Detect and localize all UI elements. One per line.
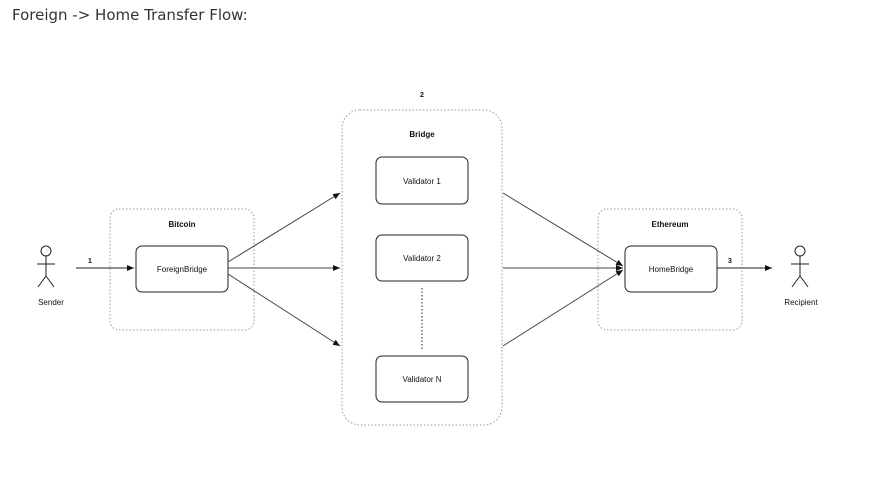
bitcoin-group (109, 208, 255, 331)
bitcoin-group-label: Bitcoin (168, 220, 195, 229)
step-1-label: 1 (88, 258, 92, 265)
edge-validator-n-to-home-bridge (502, 269, 624, 347)
validator-1-node (375, 156, 469, 205)
validator-n-node (375, 355, 469, 403)
foreign-bridge-label: ForeignBridge (157, 265, 208, 274)
ethereum-group (597, 208, 743, 331)
recipient-actor-icon (791, 245, 809, 288)
sender-actor-icon (37, 245, 55, 288)
bridge-group-label: Bridge (409, 130, 435, 139)
validator-1-label: Validator 1 (403, 177, 441, 186)
ethereum-group-label: Ethereum (652, 220, 689, 229)
edge-validator-1-to-home-bridge (502, 192, 624, 267)
edge-foreign-bridge-to-validator-1 (227, 192, 341, 263)
page-title: Foreign -> Home Transfer Flow: (12, 6, 248, 24)
recipient-label: Recipient (784, 298, 818, 307)
bridge-group (341, 109, 503, 426)
sender-label: Sender (38, 298, 64, 307)
validator-2-label: Validator 2 (403, 254, 441, 263)
validator-n-label: Validator N (403, 375, 442, 384)
home-bridge-node (624, 245, 718, 293)
step-3-label: 3 (728, 258, 732, 265)
step-2-label: 2 (420, 92, 424, 99)
validator-2-node (375, 234, 469, 282)
home-bridge-label: HomeBridge (649, 265, 694, 274)
foreign-bridge-node (135, 245, 229, 293)
edge-foreign-bridge-to-validator-n (227, 273, 341, 347)
